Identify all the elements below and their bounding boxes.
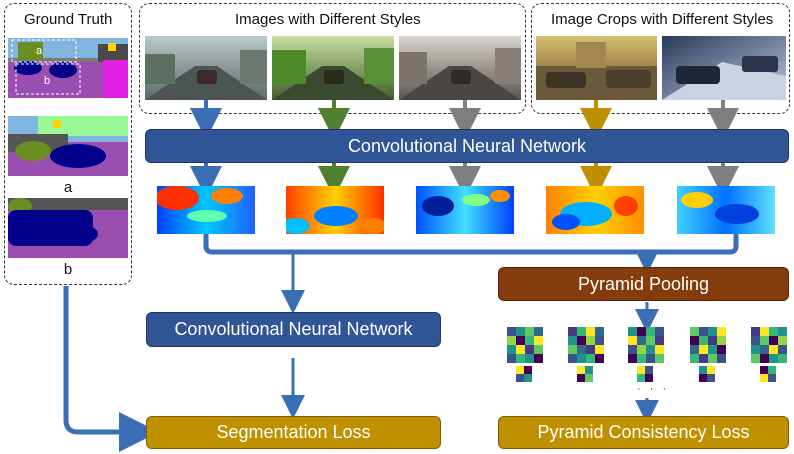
pooled-grid-1 [507, 327, 545, 383]
ground-truth-panel [4, 3, 132, 285]
ellipsis: · · · [637, 383, 670, 395]
feature-map-2 [286, 186, 384, 234]
feature-map-4 [546, 186, 644, 234]
ground-truth-label-b: b [63, 261, 73, 278]
crop-image-1 [536, 36, 657, 100]
crop-images-panel [531, 3, 790, 114]
feature-map-1 [157, 186, 255, 234]
segmentation-loss-box: Segmentation Loss [146, 416, 441, 449]
pooled-grid-2 [568, 327, 606, 383]
pooled-grid-4 [690, 327, 728, 383]
pooled-grid-5 [751, 327, 789, 383]
crop-images-title: Image Crops with Different Styles [551, 11, 774, 28]
ground-truth-label-a: a [63, 179, 73, 196]
styled-image-3 [399, 36, 521, 100]
crop-image-2 [662, 36, 786, 100]
svg-text:a: a [36, 45, 43, 57]
ground-truth-title: Ground Truth [24, 11, 113, 28]
cnn-mid-box: Convolutional Neural Network [146, 312, 441, 347]
svg-text:b: b [44, 75, 50, 87]
feature-map-5 [677, 186, 775, 234]
styled-images-title: Images with Different Styles [235, 11, 421, 28]
ground-truth-map-full: a b [8, 38, 128, 98]
pyramid-pooling-box: Pyramid Pooling [498, 267, 789, 301]
ground-truth-crop-a [8, 116, 128, 176]
pyramid-consistency-loss-box: Pyramid Consistency Loss [498, 416, 789, 449]
cnn-top-box: Convolutional Neural Network [145, 129, 789, 163]
feature-map-3 [416, 186, 514, 234]
pooled-grid-3 [628, 327, 666, 383]
ground-truth-crop-b [8, 198, 128, 258]
styled-image-2 [272, 36, 394, 100]
styled-image-1 [145, 36, 267, 100]
